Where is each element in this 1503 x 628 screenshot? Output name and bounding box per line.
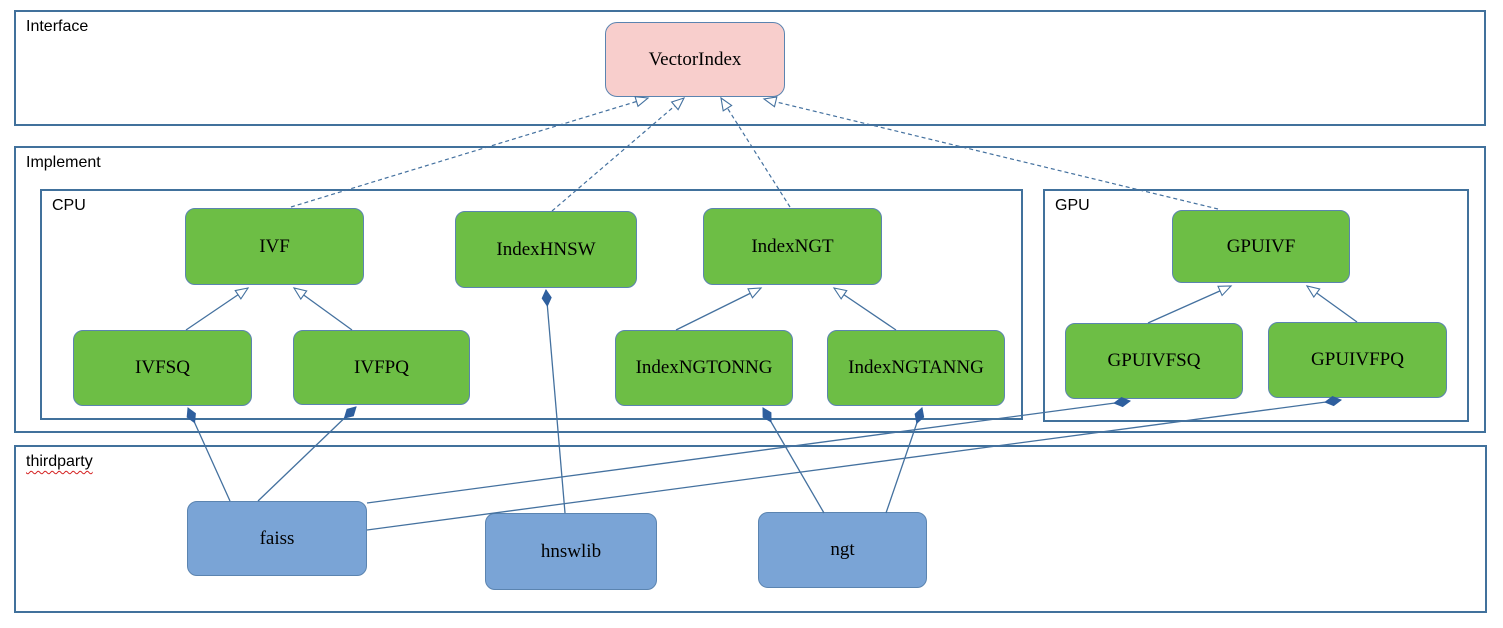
node-indexhnsw[interactable]: IndexHNSW	[455, 211, 637, 288]
node-indexngtanng[interactable]: IndexNGTANNG	[827, 330, 1005, 406]
node-indexngtonng[interactable]: IndexNGTONNG	[615, 330, 793, 406]
node-vectorindex[interactable]: VectorIndex	[605, 22, 785, 97]
node-faiss[interactable]: faiss	[187, 501, 367, 576]
interface-section-label: Interface	[26, 18, 89, 35]
node-gpuivfsq[interactable]: GPUIVFSQ	[1065, 323, 1243, 399]
node-indexngt[interactable]: IndexNGT	[703, 208, 882, 285]
implement-section-label: Implement	[26, 154, 101, 171]
node-ivf[interactable]: IVF	[185, 208, 364, 285]
thirdparty-section-label: thirdparty	[26, 453, 93, 470]
gpu-section-label: GPU	[1055, 197, 1090, 214]
cpu-section-label: CPU	[52, 197, 86, 214]
node-gpuivf[interactable]: GPUIVF	[1172, 210, 1350, 283]
node-ivfsq[interactable]: IVFSQ	[73, 330, 252, 406]
node-hnswlib[interactable]: hnswlib	[485, 513, 657, 590]
node-ivfpq[interactable]: IVFPQ	[293, 330, 470, 405]
node-gpuivfpq[interactable]: GPUIVFPQ	[1268, 322, 1447, 398]
node-ngt[interactable]: ngt	[758, 512, 927, 588]
